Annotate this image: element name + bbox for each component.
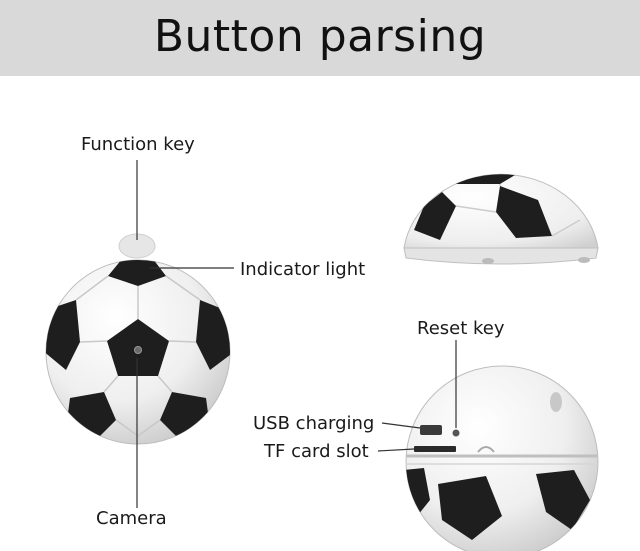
lower-shell <box>405 365 599 551</box>
reset-key-button[interactable] <box>452 429 460 437</box>
reset-key-label: Reset key <box>417 318 505 339</box>
indicator-light-label: Indicator light <box>240 259 366 280</box>
assembled-camera-ball <box>45 233 231 445</box>
usb-port[interactable] <box>420 425 442 435</box>
leader-lines <box>136 160 457 508</box>
tf-card-slot-label: TF card slot <box>264 441 369 462</box>
camera-lens <box>134 346 142 354</box>
page-title: Button parsing <box>153 10 487 62</box>
usb-charging-label: USB charging <box>253 413 375 434</box>
indicator-light <box>108 260 166 286</box>
tf-card-slot[interactable] <box>414 446 456 452</box>
usb-charging-leader <box>381 422 421 429</box>
title-banner: Button parsing <box>0 0 640 76</box>
camera-label: Camera <box>96 508 167 529</box>
tf-card-leader <box>377 448 415 452</box>
upper-shell <box>403 173 599 265</box>
function-key-label: Function key <box>81 134 195 155</box>
